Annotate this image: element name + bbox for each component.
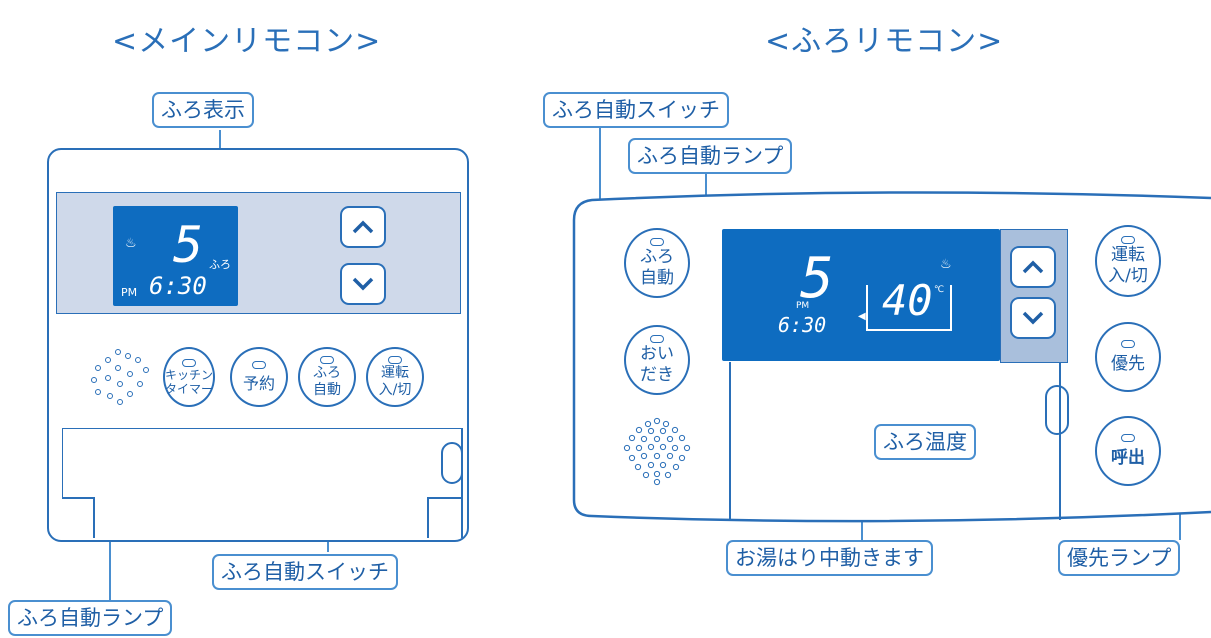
bath-lcd-digit: 5 bbox=[800, 246, 834, 311]
main-lcd-furo-mark: ふろ bbox=[209, 258, 231, 271]
main-callout-furo-auto-lamp: ふろ自動ランプ bbox=[8, 600, 173, 636]
oidaki-lamp bbox=[650, 334, 664, 343]
oidaki-label: おい だき bbox=[640, 343, 674, 385]
bath-power-label: 運転 入/切 bbox=[1108, 244, 1148, 286]
bath-lcd-time: 6:30 bbox=[778, 313, 827, 337]
chevron-down-icon bbox=[1022, 311, 1044, 325]
bath-lcd-unit: ℃ bbox=[934, 285, 945, 295]
kitchen-timer-label: キッチン タイマー bbox=[165, 367, 214, 396]
kitchen-timer-button[interactable]: キッチン タイマー bbox=[163, 347, 215, 407]
bath-furo-auto-button[interactable]: ふろ 自動 bbox=[624, 228, 690, 298]
bath-callout-priority-lamp: 優先ランプ bbox=[1058, 540, 1181, 576]
bath-lcd-pm: PM bbox=[796, 301, 810, 311]
chevron-up-icon bbox=[1022, 260, 1044, 274]
bath-flame-icon: ♨ bbox=[940, 257, 952, 272]
bath-power-lamp bbox=[1121, 235, 1135, 244]
call-label: 呼出 bbox=[1111, 448, 1145, 468]
priority-lamp bbox=[1121, 340, 1135, 348]
main-callout-furo-display: ふろ表示 bbox=[152, 92, 254, 128]
main-furo-auto-label: ふろ 自動 bbox=[313, 364, 341, 398]
main-remote-lcd: ♨ 5 ふろ PM 6:30 bbox=[113, 206, 238, 306]
main-remote-heading: <メインリモコン> bbox=[112, 24, 382, 59]
bath-furo-auto-lamp bbox=[650, 237, 664, 246]
bath-callout-furo-temp: ふろ温度 bbox=[874, 424, 976, 460]
bath-callout-furo-auto-lamp: ふろ自動ランプ bbox=[628, 138, 793, 174]
main-speaker-grille bbox=[91, 349, 149, 405]
bath-remote-lcd: 5 PM 6:30 ♨ 40 ℃ ◀ bbox=[722, 229, 1000, 361]
priority-label: 優先 bbox=[1111, 354, 1145, 374]
call-button[interactable]: 呼出 bbox=[1095, 416, 1161, 486]
chevron-down-icon bbox=[352, 277, 374, 291]
chevron-up-icon bbox=[352, 220, 374, 234]
main-up-button[interactable] bbox=[340, 206, 386, 248]
bath-lcd-temperature: 40 bbox=[882, 276, 933, 325]
main-furo-auto-lamp bbox=[320, 355, 334, 364]
reservation-button[interactable]: 予約 bbox=[230, 347, 288, 407]
bath-callout-furo-auto-switch: ふろ自動スイッチ bbox=[543, 92, 729, 128]
filling-indicator-icon: ◀ bbox=[858, 311, 866, 322]
call-lamp bbox=[1121, 434, 1135, 442]
main-remote-lid bbox=[62, 428, 463, 538]
bath-remote-heading: <ふろリモコン> bbox=[765, 24, 1004, 59]
oidaki-button[interactable]: おい だき bbox=[624, 325, 690, 395]
reservation-lamp bbox=[252, 360, 266, 369]
main-down-button[interactable] bbox=[340, 263, 386, 305]
priority-button[interactable]: 優先 bbox=[1095, 322, 1161, 392]
main-lcd-pm: PM bbox=[121, 286, 138, 299]
bath-down-button[interactable] bbox=[1010, 297, 1056, 339]
main-lcd-time: 6:30 bbox=[149, 272, 207, 300]
bath-power-button[interactable]: 運転 入/切 bbox=[1095, 225, 1161, 297]
bath-furo-auto-label: ふろ 自動 bbox=[640, 246, 674, 288]
bath-callout-filling: お湯はり中動きます bbox=[726, 540, 933, 576]
flame-icon: ♨ bbox=[125, 236, 137, 251]
kitchen-timer-lamp bbox=[182, 358, 196, 367]
bath-up-button[interactable] bbox=[1010, 246, 1056, 288]
temperature-bracket bbox=[866, 285, 952, 331]
main-power-lamp bbox=[388, 355, 402, 364]
main-lcd-digit: 5 bbox=[173, 216, 204, 274]
main-callout-furo-auto-switch: ふろ自動スイッチ bbox=[212, 554, 398, 590]
reservation-label: 予約 bbox=[242, 373, 275, 393]
main-power-button[interactable]: 運転 入/切 bbox=[366, 347, 424, 407]
bath-speaker-grille bbox=[623, 417, 691, 486]
main-furo-auto-button[interactable]: ふろ 自動 bbox=[298, 347, 356, 407]
main-power-label: 運転 入/切 bbox=[378, 364, 412, 398]
